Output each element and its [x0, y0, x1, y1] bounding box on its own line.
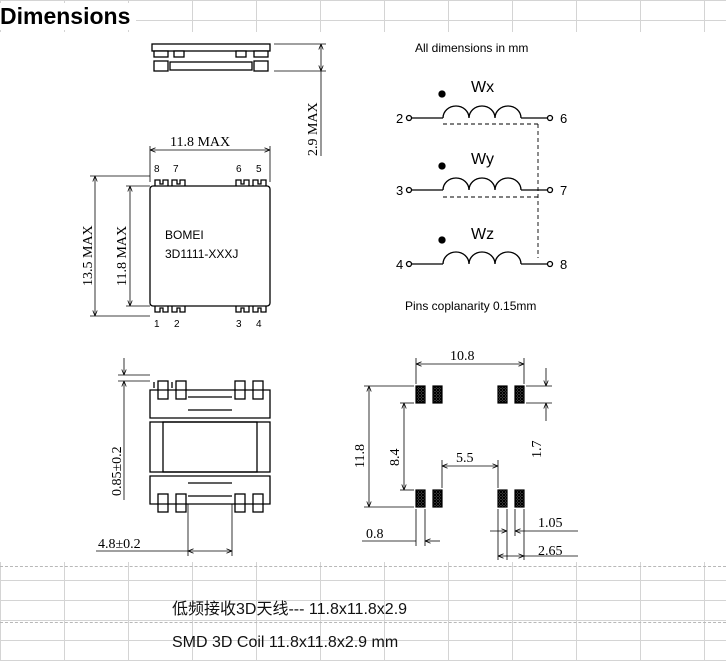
pin-label-4: 4 — [256, 319, 262, 330]
bottom-view — [96, 358, 271, 556]
pad-height-label: 1.7 — [530, 441, 545, 459]
top-view — [90, 146, 271, 317]
pin-label-6: 6 — [236, 164, 242, 175]
row-divider — [0, 622, 726, 623]
terminal-dimension-label: 0.85±0.2 — [110, 446, 125, 496]
pin-label-7: 7 — [173, 164, 179, 175]
pin-label-2: 2 — [174, 319, 180, 330]
coplanarity-note: Pins coplanarity 0.15mm — [405, 299, 536, 313]
body-height-label: 11.8 MAX — [115, 226, 130, 286]
pad-layout — [415, 385, 525, 508]
pad-dimensions — [362, 358, 578, 560]
part-number-marking: 3D1111-XXXJ — [165, 247, 238, 261]
pin-6-label: 6 — [560, 111, 567, 126]
winding-label-wx: Wx — [471, 79, 494, 96]
side-view — [151, 43, 326, 156]
center-gap-label: 5.5 — [456, 451, 474, 466]
caption-english: SMD 3D Coil 11.8x11.8x2.9 mm — [172, 634, 399, 651]
pin-2-label: 2 — [396, 111, 403, 126]
pin-3-label: 3 — [396, 183, 403, 198]
winding-label-wz: Wz — [471, 226, 494, 243]
pin-label-8: 8 — [154, 164, 160, 175]
row-divider — [0, 566, 726, 567]
winding-schematic — [405, 90, 554, 268]
pin-4-label: 4 — [396, 257, 403, 272]
brand-marking: BOMEI — [165, 228, 204, 242]
caption-chinese: 低频接收3D天线--- 11.8x11.8x2.9 — [172, 601, 408, 618]
dimensions-unit-note: All dimensions in mm — [415, 41, 528, 55]
pin-label-5: 5 — [256, 164, 262, 175]
dimension-drawing: 2.9 MAX 11.8 MAX 8 7 6 5 1 2 3 4 BOMEI 3… — [81, 41, 578, 560]
pad-width-label: 0.8 — [366, 527, 384, 542]
pin-7-label: 7 — [560, 183, 567, 198]
winding-label-wy: Wy — [471, 151, 494, 168]
pin-label-1: 1 — [154, 319, 160, 330]
outer-height-pad-label: 11.8 — [353, 444, 368, 468]
page-title: Dimensions — [0, 3, 137, 30]
pad-span-label: 10.8 — [450, 349, 475, 364]
outer-height-label: 13.5 MAX — [81, 225, 96, 286]
pitch-b-label: 2.65 — [538, 544, 563, 559]
pin-label-3: 3 — [236, 319, 242, 330]
top-width-label: 11.8 MAX — [170, 135, 230, 150]
pitch-a-label: 1.05 — [538, 516, 563, 531]
side-height-label: 2.9 MAX — [306, 102, 321, 156]
inner-height-pad-label: 8.4 — [388, 449, 403, 467]
core-width-label: 4.8±0.2 — [98, 537, 141, 552]
pin-8-label: 8 — [560, 257, 567, 272]
